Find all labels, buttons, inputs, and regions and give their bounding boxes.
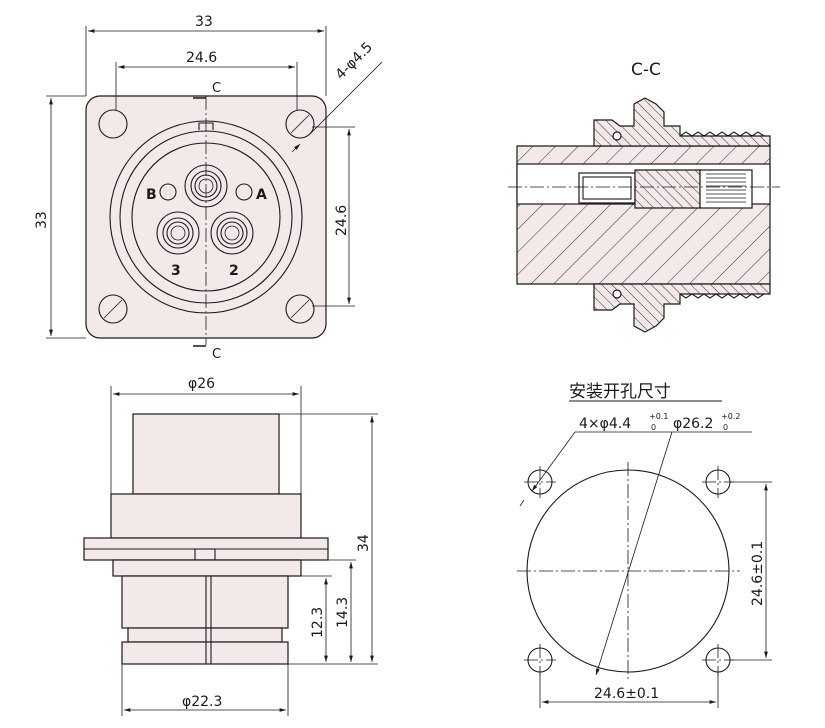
front-view: B A 3 2 C C 33 24.6 33 24.6 4-φ4.5	[34, 14, 383, 362]
section-title: C-C	[631, 60, 661, 80]
pin-label-a: A	[256, 187, 267, 203]
cutout-circle-tol-lower: 0	[723, 423, 728, 432]
section-mark-bottom: C	[212, 347, 221, 362]
height-b-dim: 14.3	[335, 597, 351, 628]
side-bottom	[121, 641, 289, 665]
small-pin-a	[235, 183, 253, 201]
hole-callout: 4-φ4.5	[333, 39, 376, 82]
bottom-diameter-dim: φ22.3	[182, 694, 222, 710]
crimp-stripes	[706, 173, 746, 203]
cutout-horizontal-spacing: 24.6±0.1	[594, 686, 659, 702]
pin-socket-2	[210, 211, 254, 255]
pin-socket-3	[156, 211, 200, 255]
pin-insert	[578, 172, 636, 204]
cutout-hole-tr	[702, 466, 734, 498]
corner-hole-br	[285, 294, 315, 324]
side-groove	[127, 627, 283, 643]
section-flange-bottom	[593, 283, 771, 333]
height-a-dim: 12.3	[310, 607, 326, 638]
corner-hole-tr	[285, 109, 315, 139]
cutout-hole-callout: 4×φ4.4	[579, 416, 631, 432]
cutout-title: 安装开孔尺寸	[569, 382, 671, 402]
top-diameter-dim: φ26	[188, 376, 215, 392]
section-view: C-C	[508, 60, 780, 333]
cutout-hole-br	[702, 644, 734, 676]
cutout-hole-tol-upper: +0.1	[649, 412, 668, 421]
corner-hole-tl	[98, 109, 128, 139]
pin-label-2: 2	[229, 263, 239, 279]
cutout-circle-callout: φ26.2	[673, 416, 713, 432]
width-dim: 33	[195, 14, 213, 30]
cutout-circle-tol-upper: +0.2	[721, 412, 740, 421]
small-pin-b	[159, 183, 177, 201]
gasket-top	[612, 131, 622, 141]
pin-label-3: 3	[171, 263, 181, 279]
section-flange-top	[593, 97, 771, 147]
gasket-bottom	[612, 289, 622, 299]
total-height-dim: 34	[356, 534, 372, 552]
section-mark-top: C	[212, 81, 221, 96]
height-dim: 33	[34, 211, 50, 229]
height-spacing-dim: 24.6	[334, 205, 350, 236]
side-top-cap	[132, 413, 280, 495]
hole-spacing-dim: 24.6	[186, 50, 217, 66]
corner-hole-bl	[98, 294, 128, 324]
side-upper-body	[110, 493, 302, 539]
cutout-hole-tl	[524, 466, 556, 498]
side-view: φ26 φ22.3 34 12.3 14.3	[83, 376, 378, 716]
pin-label-b: B	[146, 187, 157, 203]
mounting-cutout-view: 安装开孔尺寸 4×φ4.4 +	[517, 382, 772, 708]
side-shell-ring	[112, 559, 302, 577]
hole-callout-leader	[309, 61, 383, 135]
pin-contact	[634, 169, 701, 209]
side-lower-body	[121, 575, 289, 629]
cutout-hole-bl	[524, 644, 556, 676]
cutout-vertical-spacing: 24.6±0.1	[750, 541, 766, 606]
cutout-hole-tol-lower: 0	[651, 423, 656, 432]
